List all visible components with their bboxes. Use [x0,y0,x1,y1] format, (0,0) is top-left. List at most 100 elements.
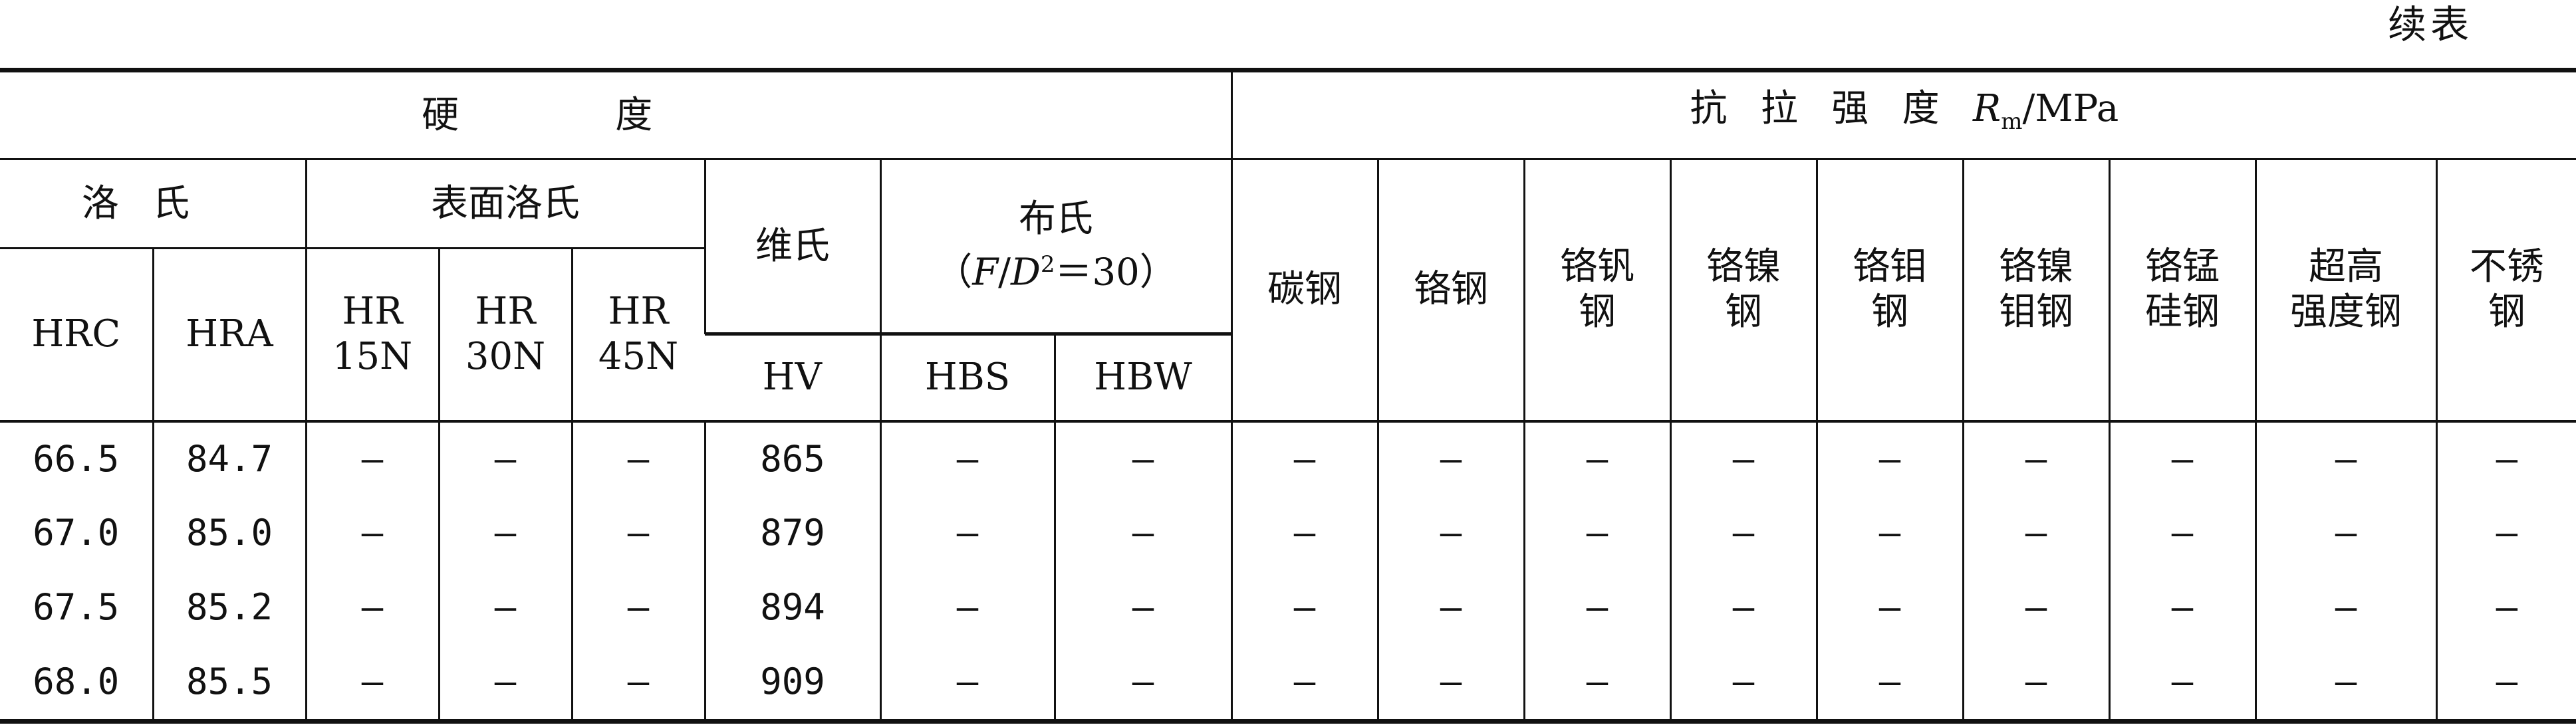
hbw-header: HBW [1053,334,1232,422]
table-cell: — [2435,419,2576,496]
hr15n-header: HR 15N [305,247,440,422]
steel-header-chromium-vanadium: 铬钒 钢 [1523,158,1672,422]
hr45n-header: HR 45N [571,247,705,422]
table-cell: — [438,419,573,496]
table-cell: — [1815,419,1964,496]
brinell-condition-open: （ [935,251,973,294]
table-cell: — [1523,419,1672,496]
table-cell: — [1053,495,1233,570]
table-cell: — [2108,570,2257,645]
hra-header: HRA [152,247,307,422]
table-cell: — [571,570,706,645]
rockwell-label: 洛氏 [81,181,223,225]
table-cell: — [1053,419,1233,496]
table-cell: — [1815,495,1964,570]
steel-header-stainless: 不锈 钢 [2435,158,2576,422]
table-cell: — [1376,644,1525,722]
table-cell: — [1815,644,1964,722]
tensile-strength-group-header: 抗拉强度Rm/MPa [1230,70,2576,160]
hbs-header: HBS [879,334,1056,422]
table-cell: 894 [704,570,882,645]
brinell-label: 布氏 [1019,197,1094,241]
table-cell: — [1053,644,1233,722]
table-cell: — [1523,570,1672,645]
table-cell: — [438,495,573,570]
table-cell: — [879,644,1056,722]
steel-header-carbon: 碳钢 [1230,158,1379,422]
table-cell: — [1053,570,1233,645]
vickers-header: 维氏 [704,158,882,334]
table-cell: — [1230,495,1379,570]
table-cell: — [571,644,706,722]
table-cell: — [1230,644,1379,722]
table-cell: — [1669,644,1818,722]
table-cell: — [1376,570,1525,645]
steel-header-chromium-nickel: 铬镍 钢 [1669,158,1818,422]
brinell-header: 布氏 （F/D2＝30） [879,158,1233,334]
table-cell: — [571,419,706,496]
table-cell: 879 [704,495,882,570]
hr30n-header: HR 30N [438,247,573,422]
table-cell: 85.5 [152,644,307,722]
table-cell: — [1523,495,1672,570]
table-cell: — [1669,570,1818,645]
table-cell: — [2108,419,2257,496]
table-cell: — [2254,644,2438,722]
brinell-condition-close: ＝30） [1055,251,1177,294]
steel-header-chromium-nickel-molybdenum: 铬镍 钼钢 [1962,158,2111,422]
table-cell: — [1815,570,1964,645]
rockwell-header: 洛氏 [0,158,307,249]
table-cell: — [438,570,573,645]
table-cell: — [2254,570,2438,645]
table-cell: — [305,644,440,722]
table-cell: — [2435,570,2576,645]
table-cell: 67.0 [0,495,154,570]
table-cell: — [879,495,1056,570]
table-cell: — [1962,570,2111,645]
hrc-header: HRC [0,247,154,422]
table-cell: — [438,644,573,722]
table-cell: 85.2 [152,570,307,645]
table-cell: 66.5 [0,419,154,496]
table-cell: 84.7 [152,419,307,496]
table-cell: — [1962,644,2111,722]
hv-header: HV [705,334,882,422]
table-cell: — [305,419,440,496]
table-cell: — [1376,495,1525,570]
steel-header-chromium-manganese-silicon: 铬锰 硅钢 [2108,158,2257,422]
table-cell: 85.0 [152,495,307,570]
table-cell: — [571,495,706,570]
table-cell: 909 [704,644,882,722]
tensile-strength-label: 抗拉强度 [1690,86,1974,130]
brinell-slash: / [998,251,1011,294]
tensile-strength-symbol: R [1973,86,2001,130]
table-cell: — [1376,419,1525,496]
steel-header-chromium-molybdenum: 铬钼 钢 [1815,158,1964,422]
continued-table-label: 续表 [2387,2,2473,47]
tensile-strength-unit: /MPa [2022,86,2119,130]
table-cell: — [1669,495,1818,570]
table-cell: — [879,570,1056,645]
tensile-strength-subscript: m [2001,108,2023,136]
table-cell: 67.5 [0,570,154,645]
table-cell: — [2254,495,2438,570]
table-cell: — [879,419,1056,496]
steel-header-ultra-high-strength: 超高 强度钢 [2254,158,2438,422]
table-cell: — [2254,419,2438,496]
table-cell: — [1962,495,2111,570]
table-cell: — [1230,570,1379,645]
brinell-force-symbol: F [972,251,999,294]
table-cell: — [2108,495,2257,570]
hardness-group-label: 硬度 [422,93,809,137]
table-cell: — [305,570,440,645]
hardness-strength-table: 硬度 抗拉强度Rm/MPa 洛氏 表面洛氏 维氏 布氏 （F/D2＝30） 碳钢… [0,68,2576,724]
table-cell: — [2435,644,2576,722]
table-cell: 68.0 [0,644,154,722]
table-cell: — [305,495,440,570]
brinell-diameter-symbol: D [1010,251,1041,294]
